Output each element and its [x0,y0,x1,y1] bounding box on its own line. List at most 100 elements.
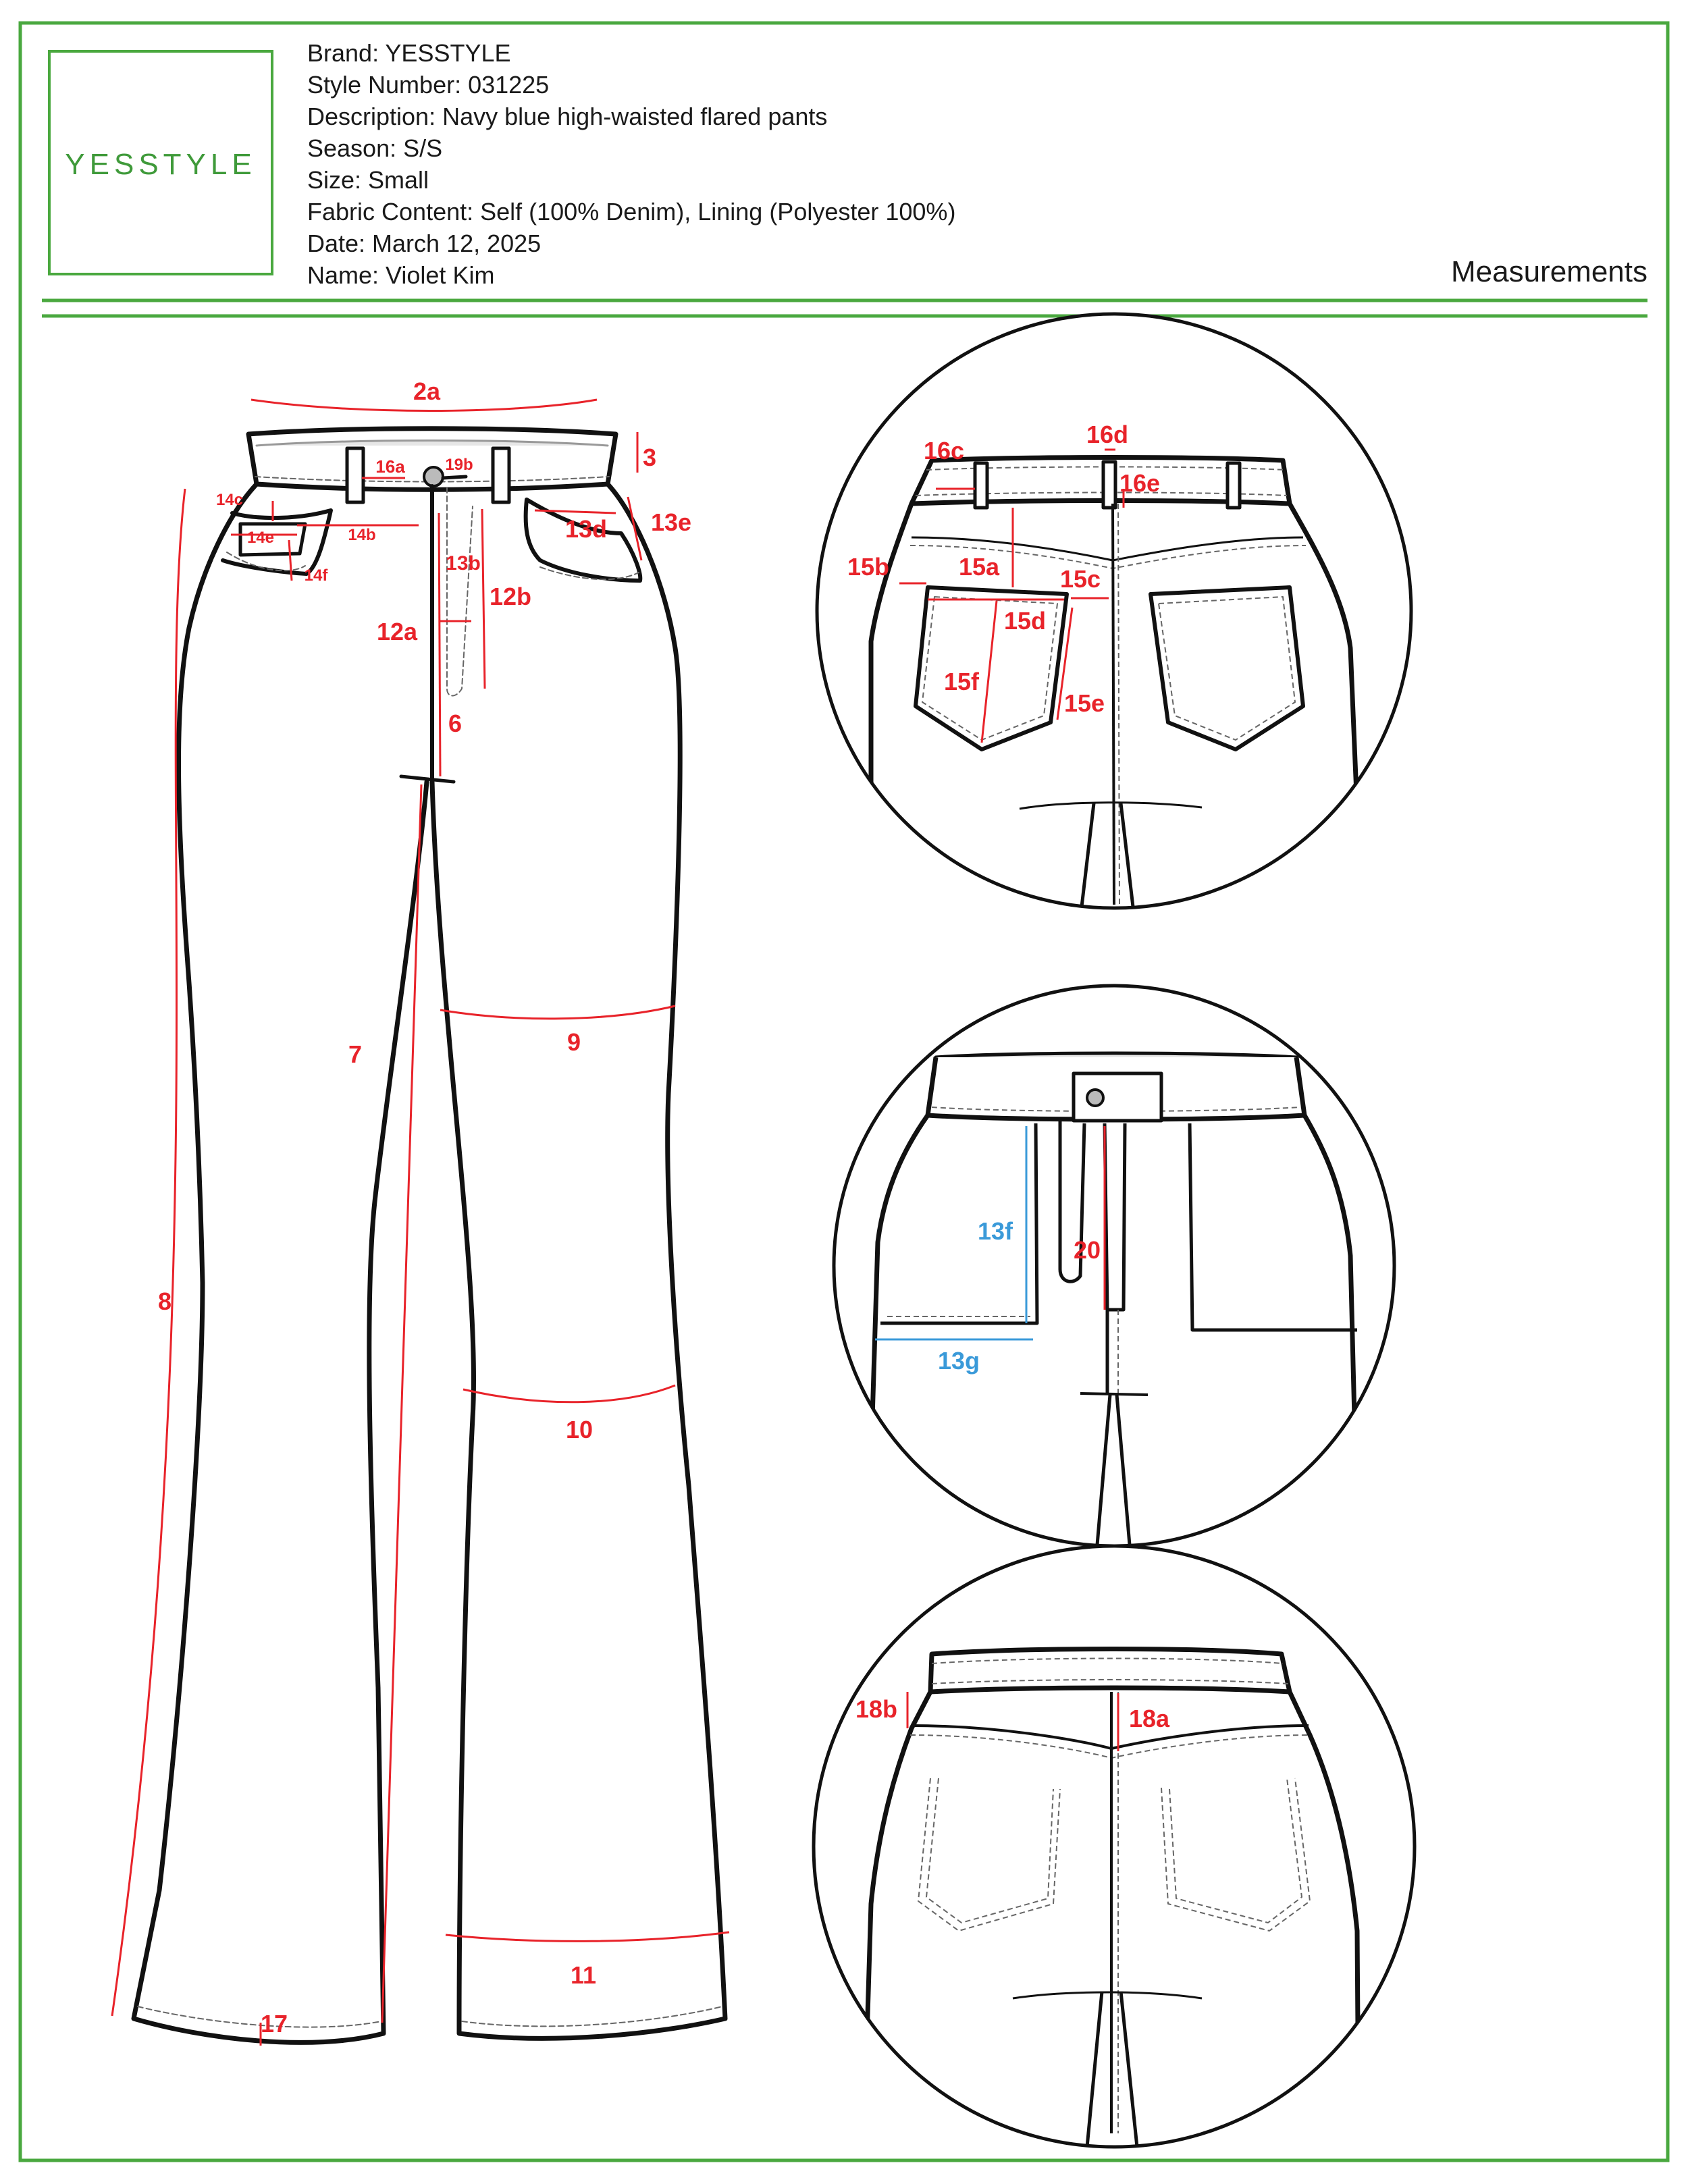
label-13f: 13f [978,1217,1013,1245]
pocket-stitch-guide [1161,1778,1311,1932]
label-8: 8 [158,1287,172,1315]
back-yoke-detail [862,1647,1361,2147]
measure-arrow [440,1005,676,1020]
side-seam [870,1113,930,1418]
detail-circle-back-yoke [812,1544,1417,2149]
label-13g: 13g [938,1347,980,1375]
pocket-stitch [539,566,639,581]
pocket-stitch [226,552,306,572]
pocket-stitch-guide [926,1778,1054,1923]
measure-arrow [381,784,423,2023]
front-right-leg-outline [429,481,728,2041]
back-yoke [1287,502,1360,811]
back-labels: 16c 16d 16e 15b 15a 15c 15d 15f 15e [847,421,1160,717]
fly-measure-arrows [875,1126,1106,1341]
label-16d: 16d [1086,421,1128,448]
label-17: 17 [261,2010,288,2037]
front-left-leg-outline [131,481,429,2045]
pocket-stitch-guide [918,1778,1061,1932]
crotch-mark [1080,1392,1149,1396]
label-15c: 15c [1060,565,1101,593]
pocket-stitch [1158,596,1296,741]
brand-logo: YESSTYLE [65,148,256,181]
size-line: Size: Small [307,166,429,194]
measure-arrow [111,488,186,2017]
measure-arrow [980,600,998,743]
label-13d: 13d [565,515,607,543]
buttonhole [441,475,468,480]
pocket-bag-left [880,1123,1039,1325]
back-yoke [868,502,914,810]
page-border [18,21,1670,2162]
fly-detail [870,1051,1357,1546]
label-18b: 18b [855,1695,897,1723]
label-6: 6 [448,710,462,737]
fly-shield [1058,1121,1086,1283]
seam-stitch [1117,503,1120,905]
yoke-labels: 18b 18a [855,1695,1170,1732]
front-left-pocket [221,508,333,576]
measure-arrow [481,508,486,689]
label-14e: 14e [247,529,274,547]
front-view [131,426,728,2045]
label-18a: 18a [1129,1705,1170,1732]
label-11: 11 [571,1961,596,1989]
front-belt-loop [345,446,365,504]
label-16e: 16e [1119,469,1160,497]
back-waistband [909,455,1292,506]
coin-pocket [238,522,307,557]
fly-stitch [446,487,473,697]
front-labels: 2a 3 16a 19b 14c 14e 14b 14f 13d 13e 13b… [158,377,691,2037]
label-16c: 16c [924,437,964,464]
pocket-stitch-guide [1169,1778,1302,1923]
back-belt-loop [973,461,989,510]
label-12a: 12a [377,618,418,645]
sheet-title: Measurements [1450,255,1647,288]
side-seam [1302,1114,1357,1418]
label-15d: 15d [1004,607,1046,635]
label-15f: 15f [944,668,980,695]
measure-arrow [250,398,598,412]
waistband-stitch [931,1107,1301,1112]
yoke-side [862,1690,933,2127]
fly-front [1103,1123,1127,1312]
measure-arrow [445,1931,730,1942]
back-belt-loop [1225,461,1242,510]
logo-box [48,50,273,275]
pocket-bag-right [1188,1123,1357,1332]
front-right-pocket [523,498,643,583]
waistband-inner [255,440,609,447]
crotch-split [1078,803,1136,908]
right-hem-stitch [461,2006,723,2027]
waistband-stitch [931,1657,1284,1664]
label-2a: 2a [413,377,441,405]
front-belt-loop [491,446,511,504]
waistband-stitch [931,1679,1289,1684]
style-number-line: Style Number: 031225 [307,71,550,99]
date-line: Date: March 12, 2025 [307,230,542,257]
crotch-mark [399,774,456,784]
label-20: 20 [1074,1236,1101,1264]
fly-button [1086,1088,1105,1107]
label-19b: 19b [445,456,473,474]
yoke-waistband [928,1647,1292,1695]
fly-labels: 13f 20 13g [938,1217,1101,1375]
front-button [423,466,444,487]
label-14c: 14c [216,491,243,509]
left-back-pocket [914,585,1069,751]
measure-arrow [438,512,442,777]
front-measure-arrows [111,398,730,2046]
label-12b: 12b [490,583,531,610]
right-back-pocket [1149,585,1305,751]
measure-arrow [1056,607,1074,720]
measure-arrow [463,1384,676,1404]
seat-line [1019,801,1203,810]
crotch-split [1094,1394,1132,1546]
label-14b: 14b [348,526,375,544]
label-10: 10 [566,1416,593,1443]
label-13e: 13e [651,508,691,536]
yoke-side [1287,1690,1361,2127]
label-14f: 14f [305,566,329,585]
